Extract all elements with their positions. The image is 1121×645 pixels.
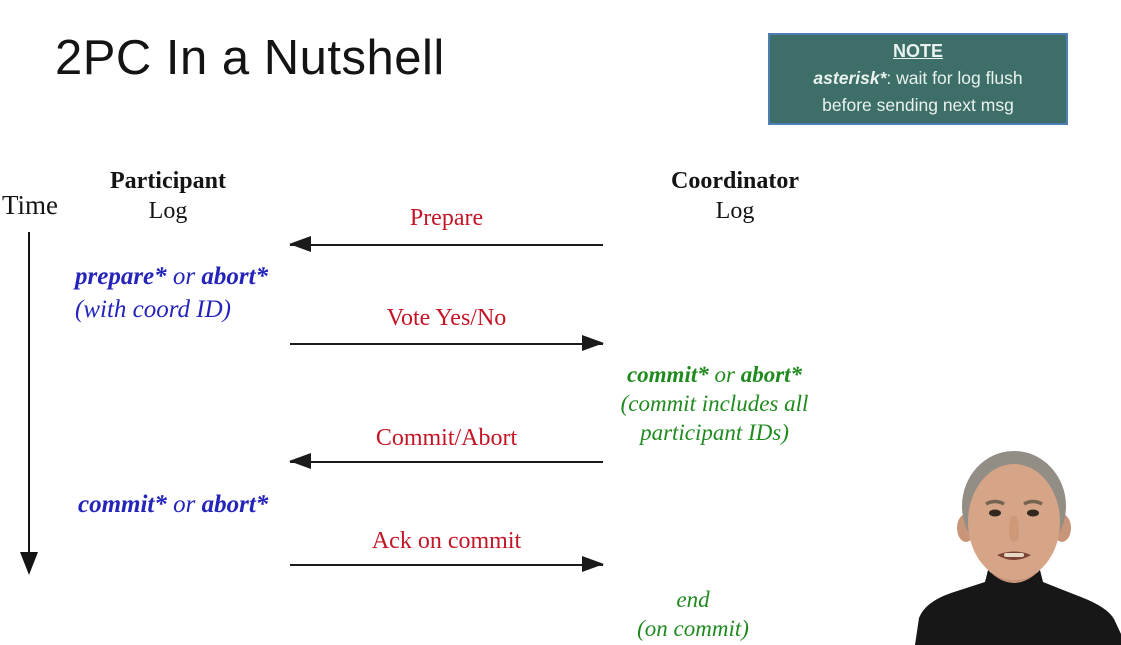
arrowhead-right-icon <box>582 556 604 572</box>
slide-title: 2PC In a Nutshell <box>55 31 445 85</box>
log-term-commit: commit* <box>78 491 167 518</box>
participant-log-2-main: commit* or abort* <box>78 488 268 521</box>
note-line-2: before sending next msg <box>822 95 1014 115</box>
presenter-teeth <box>1004 553 1024 557</box>
message-label-ack: Ack on commit <box>371 528 522 554</box>
participant-lane-subtitle: Log <box>148 198 188 224</box>
coordinator-log-2-note: (on commit) <box>637 616 749 641</box>
coordinator-log-1-note-line-2: participant IDs) <box>640 420 789 445</box>
log-term-commit: commit* <box>626 362 709 387</box>
message-arrow-prepare <box>289 236 603 252</box>
message-label-commit-abort: Commit/Abort <box>375 425 518 451</box>
participant-lane-title: Participant <box>110 168 226 194</box>
message-arrow-ack <box>290 556 604 572</box>
arrowhead-left-icon <box>289 236 311 252</box>
arrowhead-left-icon <box>289 453 311 469</box>
participant-log-1-note: (with coord ID) <box>75 296 231 323</box>
coordinator-lane-header: Coordinator Log <box>635 166 835 226</box>
log-term-prepare: prepare* <box>75 263 167 290</box>
presenter-video <box>881 430 1121 645</box>
coordinator-log-1-main: commit* or abort* <box>602 360 827 389</box>
presenter-nose <box>1009 516 1019 542</box>
log-or: or <box>166 491 202 518</box>
log-term-abort: abort* <box>201 263 269 290</box>
note-box: NOTE asterisk*: wait for log flush befor… <box>768 33 1068 125</box>
coordinator-lane-title: Coordinator <box>671 168 799 194</box>
presenter-figure <box>915 451 1121 645</box>
presenter-right-eyebrow <box>1023 499 1043 506</box>
participant-lane-header: Participant Log <box>68 166 268 226</box>
time-label: Time <box>2 190 59 220</box>
participant-log-entry-2: commit* or abort* <box>78 488 268 521</box>
participant-log-entry-1: prepare* or abort* (with coord ID) <box>75 260 268 326</box>
log-term-abort: abort* <box>201 491 269 518</box>
coordinator-log-entry-2: end (on commit) <box>598 585 788 643</box>
presenter-left-eyebrow <box>985 499 1005 506</box>
time-axis-line <box>28 232 30 554</box>
message-arrow-vote <box>290 335 604 351</box>
coordinator-log-entry-1: commit* or abort* (commit includes all p… <box>602 360 827 447</box>
message-arrow-commit-abort <box>289 453 603 469</box>
message-label-vote: Vote Yes/No <box>386 305 507 331</box>
time-axis-arrowhead-icon <box>20 552 38 575</box>
log-or: or <box>166 263 202 290</box>
note-term-rest: : wait for log flush <box>886 68 1023 88</box>
note-line-1: asterisk*: wait for log flush <box>770 65 1066 92</box>
coordinator-log-1-note-line-1: (commit includes all <box>620 391 809 416</box>
participant-log-1-main: prepare* or abort* <box>75 260 268 293</box>
coordinator-lane-subtitle: Log <box>715 198 755 224</box>
note-heading: NOTE <box>892 41 943 61</box>
presenter-shirt <box>915 570 1121 645</box>
log-or: or <box>708 362 741 387</box>
log-term-abort: abort* <box>740 362 803 387</box>
note-term: asterisk* <box>813 68 887 88</box>
presenter-right-eye <box>1027 509 1039 517</box>
arrowhead-right-icon <box>582 335 604 351</box>
presenter-left-eye <box>989 509 1001 517</box>
coordinator-log-2-main: end <box>676 587 710 612</box>
message-label-prepare: Prepare <box>409 205 484 231</box>
